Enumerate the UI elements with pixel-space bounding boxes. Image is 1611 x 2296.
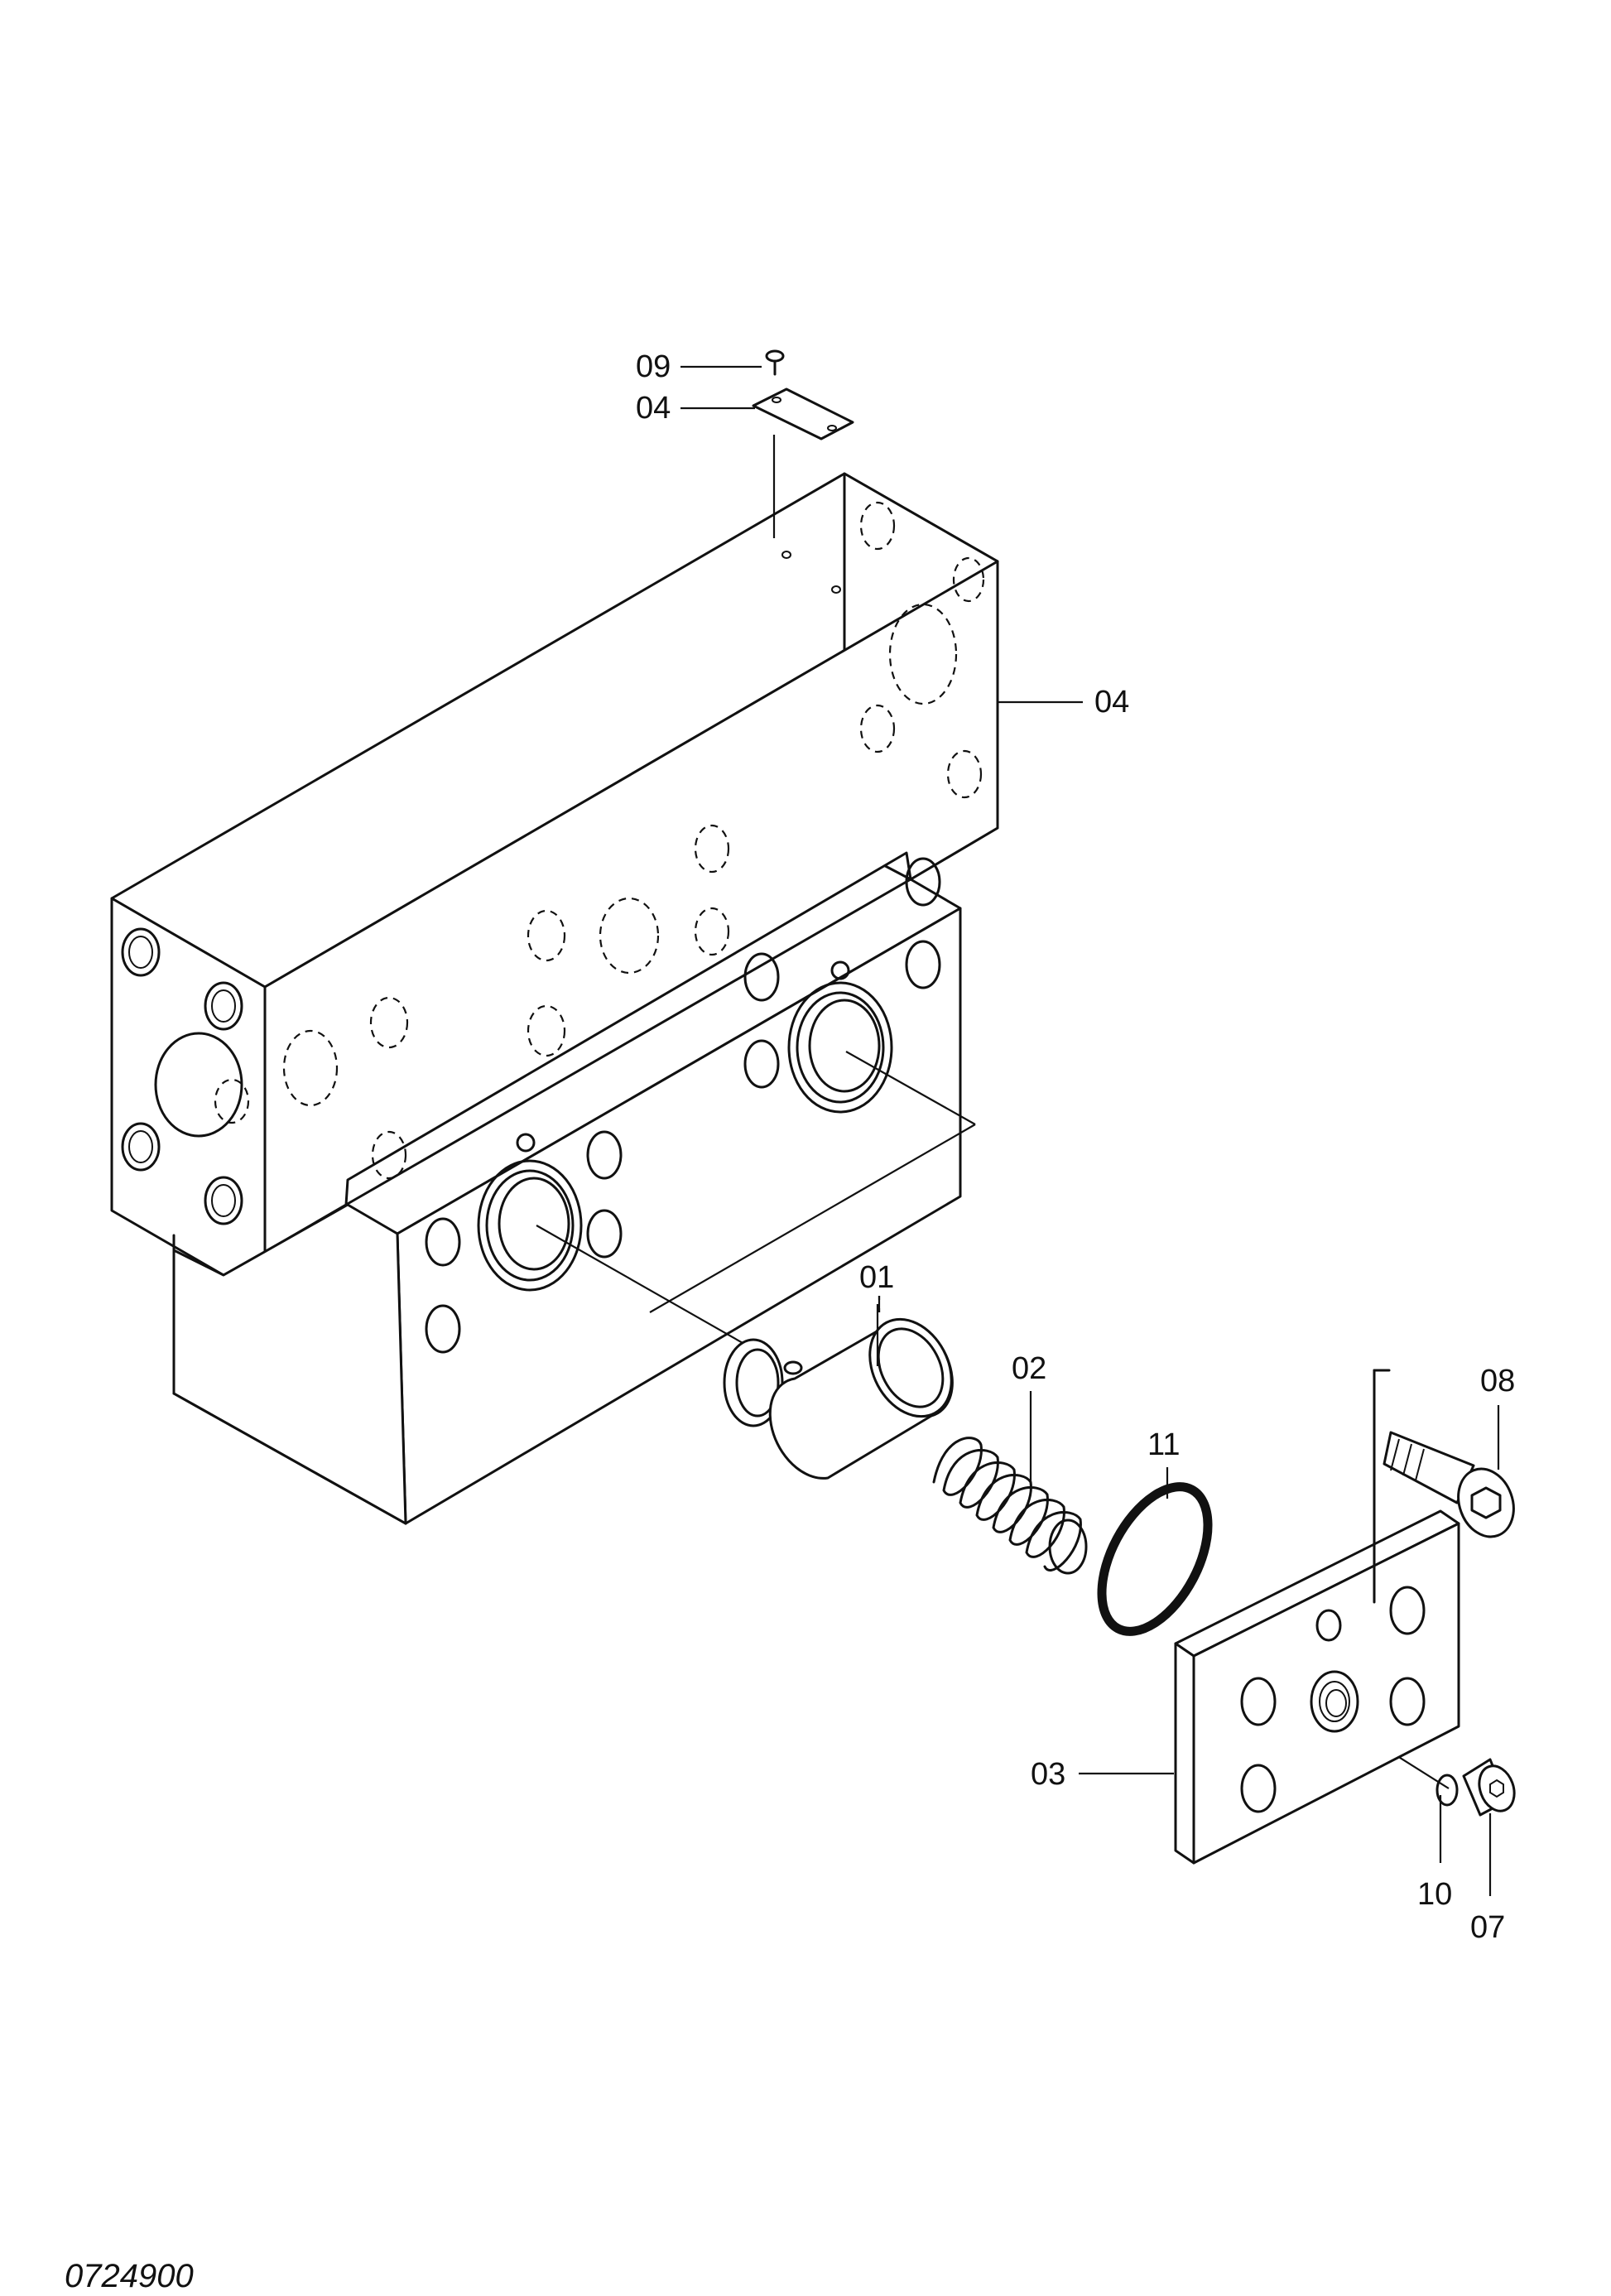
plug (1462, 1758, 1516, 1817)
spring (932, 1437, 1088, 1575)
callout-11: 11 (1147, 1427, 1180, 1462)
callout-02: 02 (1012, 1351, 1046, 1386)
cover-plate (1174, 1509, 1460, 1865)
rivet (765, 349, 785, 376)
callout-labels: 09 04 04 01 02 11 08 03 10 07 0724900 (65, 349, 1515, 2294)
small-o-ring (1435, 1774, 1459, 1807)
callout-09: 09 (636, 349, 671, 384)
socket-head-bolt (1373, 1369, 1515, 1604)
drawing-number: 0724900 (65, 2258, 194, 2294)
callout-04: 04 (1094, 685, 1129, 720)
poppet-sleeve (723, 1317, 954, 1480)
callout-10: 10 (1417, 1877, 1452, 1912)
o-ring (1097, 1482, 1213, 1636)
valve-housing (110, 472, 999, 1525)
leader-lines (680, 365, 1500, 1896)
callout-08: 08 (1480, 1364, 1515, 1398)
name-plate (752, 387, 854, 440)
callout-05: 04 (636, 391, 671, 426)
callout-03: 03 (1031, 1757, 1065, 1792)
callout-01: 01 (859, 1260, 894, 1295)
callout-07: 07 (1470, 1910, 1505, 1945)
